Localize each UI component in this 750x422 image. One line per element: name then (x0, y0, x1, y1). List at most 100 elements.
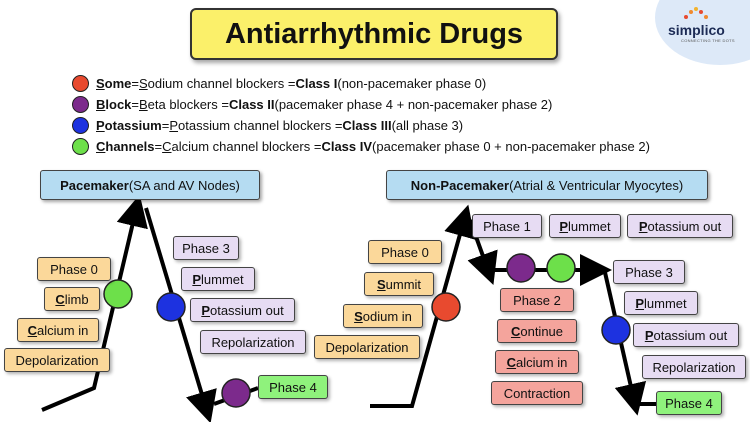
label-rest: lummet (644, 295, 687, 311)
legend-mnemonic: ome (104, 75, 132, 91)
legend-drug: odium channel blockers = (147, 75, 296, 91)
page-title: Antiarrhythmic Drugs (190, 8, 558, 60)
pacemaker-header: Pacemaker (SA and AV Nodes) (40, 170, 260, 200)
pacemaker-phase3-label: Phase 3 (173, 236, 239, 260)
nonpacemaker-repolarization-label: Repolarization (642, 355, 746, 379)
pacemaker-header-rest: (SA and AV Nodes) (128, 177, 240, 193)
nonpacemaker-green-dot-icon (546, 253, 576, 283)
label-lead: C (55, 291, 65, 307)
nonpacemaker-header-bold: Non-Pacemaker (410, 177, 510, 193)
nonpacemaker-header: Non-Pacemaker (Atrial & Ventricular Myoc… (386, 170, 708, 200)
label-lead: P (644, 327, 654, 343)
legend-equals: = (161, 117, 170, 133)
label-lead: S (376, 276, 386, 292)
label-rest: alcium in (516, 354, 568, 370)
nonpacemaker-header-rest: (Atrial & Ventricular Myocytes) (509, 177, 684, 193)
nonpacemaker-curve-rise (370, 204, 476, 408)
legend-lead2: S (139, 75, 148, 91)
label-rest: otassium out (647, 218, 722, 234)
pacemaker-purple-dot-icon (221, 378, 251, 408)
label-rest: ontinue (520, 323, 564, 339)
legend-note: (non-pacemaker phase 0) (337, 75, 487, 91)
legend-note: (pacemaker phase 0 + non-pacemaker phase… (372, 138, 650, 154)
legend-lead: S (96, 75, 105, 91)
label-lead: P (201, 302, 210, 318)
logo-tagline: CONNECTING THE DOTS (681, 38, 735, 43)
logo-dots-icon (684, 7, 708, 19)
pacemaker-depolarization-label: Depolarization (4, 348, 110, 372)
pacemaker-repolarization-label: Repolarization (200, 330, 306, 354)
nonpacemaker-blue-dot-icon (601, 315, 631, 345)
green-dot-icon (72, 137, 89, 155)
nonpacemaker-phase2-label: Phase 2 (500, 288, 574, 312)
legend-note: (pacemaker phase 4 + non-pacemaker phase… (274, 96, 553, 112)
legend-note: (all phase 3) (391, 117, 464, 133)
legend-drug: alcium channel blockers = (171, 138, 322, 154)
legend-class: Class I (295, 75, 338, 91)
label-lead: P (635, 295, 645, 311)
legend-class: Class II (228, 96, 275, 112)
legend-mnemonic: lock (105, 96, 132, 112)
label-rest: limb (64, 291, 89, 307)
pacemaker-header-bold: Pacemaker (60, 177, 129, 193)
nonpacemaker-red-dot-icon (431, 292, 461, 322)
nonpacemaker-purple-dot-icon (506, 253, 536, 283)
legend-lead2: C (162, 138, 172, 154)
label-lead: C (506, 354, 517, 370)
label-lead: P (638, 218, 648, 234)
label-lead: C (510, 323, 521, 339)
legend-class: Class III (342, 117, 392, 133)
pacemaker-blue-dot-icon (156, 292, 186, 322)
blue-dot-icon (72, 116, 89, 134)
legend-lead2: B (139, 96, 148, 112)
pacemaker-phase0-label: Phase 0 (37, 257, 111, 281)
nonpacemaker-phase3-label: Phase 3 (613, 260, 685, 284)
legend-equals: = (131, 75, 139, 91)
red-dot-icon (72, 74, 89, 92)
nonpacemaker-depolarization-label: Depolarization (314, 335, 420, 359)
legend-drug: eta blockers = (147, 96, 229, 112)
label-rest: otassium out (209, 302, 284, 318)
nonpacemaker-contraction-label: Contraction (491, 381, 583, 405)
legend-mnemonic: hannels (105, 138, 155, 154)
legend-drug: otassium channel blockers = (178, 117, 343, 133)
label-lead: P (192, 271, 202, 287)
pacemaker-curve-rise (41, 194, 148, 412)
label-lead: S (354, 308, 363, 324)
label-lead: C (27, 322, 38, 338)
label-rest: lummet (201, 271, 244, 287)
legend-lead2: P (169, 117, 179, 133)
label-rest: ummit (385, 276, 422, 292)
legend-lead: P (96, 117, 105, 133)
logo-name: simplico (668, 22, 725, 38)
legend-lead: B (96, 96, 106, 112)
nonpacemaker-phase1-label: Phase 1 (472, 214, 542, 238)
label-rest: odium in (362, 308, 412, 324)
label-rest: otassium out (653, 327, 728, 343)
legend-equals: = (131, 96, 139, 112)
pacemaker-phase4-label: Phase 4 (258, 375, 328, 399)
label-lead: P (559, 218, 569, 234)
purple-dot-icon (72, 95, 89, 113)
nonpacemaker-phase4-label: Phase 4 (656, 391, 722, 415)
legend-equals: = (154, 138, 163, 154)
nonpacemaker-phase0-label: Phase 0 (368, 240, 442, 264)
legend-class: Class IV (321, 138, 373, 154)
